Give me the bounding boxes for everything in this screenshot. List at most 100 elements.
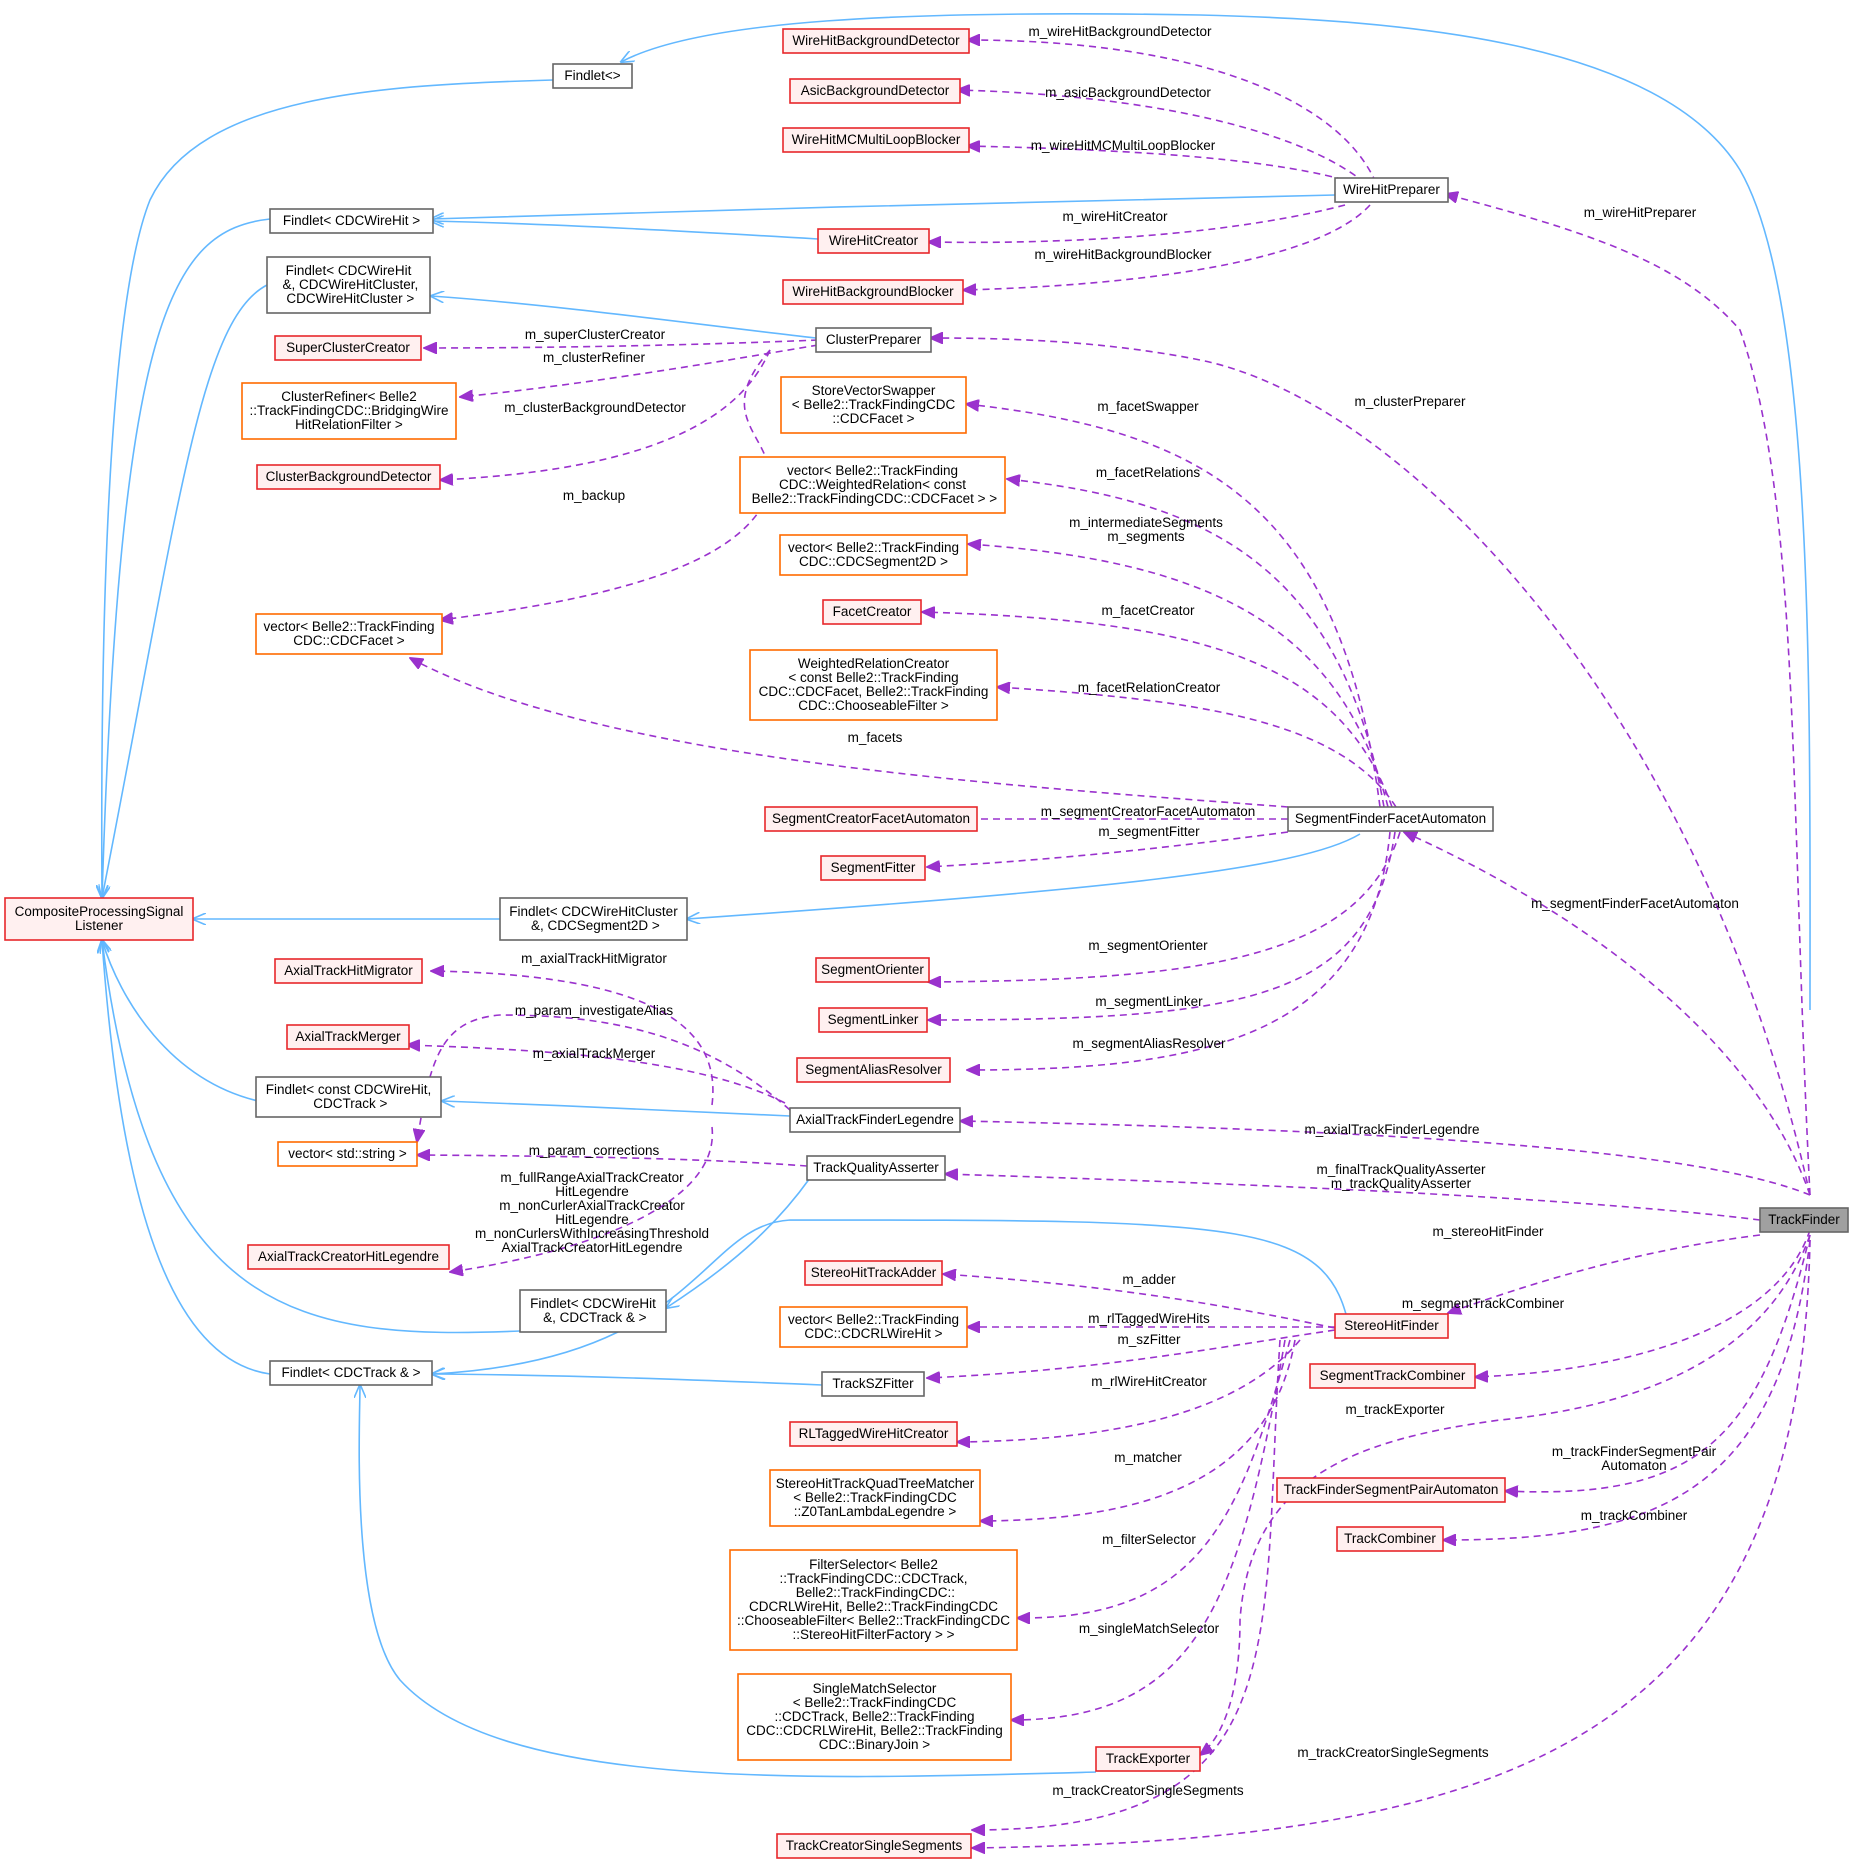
node-box: [4, 897, 194, 941]
node-findlet-cdctrack[interactable]: Findlet< CDCTrack & >: [269, 1360, 433, 1386]
node-label-line: HitRelationFilter >: [295, 417, 403, 432]
node-label-line: CompositeProcessingSignal: [15, 904, 184, 919]
node-wirehit-mc-multiloop-blocker[interactable]: WireHitMCMultiLoopBlocker: [782, 127, 970, 153]
node-track-finder[interactable]: TrackFinder: [1759, 1207, 1849, 1233]
node-wirehit-creator[interactable]: WireHitCreator: [817, 228, 930, 254]
node-track-finder-segment-pair-automaton[interactable]: TrackFinderSegmentPairAutomaton: [1276, 1477, 1506, 1503]
edge-label: m_stereoHitFinder: [1432, 1224, 1544, 1239]
node-track-exporter[interactable]: TrackExporter: [1095, 1746, 1201, 1772]
node-weighted-relation-creator[interactable]: WeightedRelationCreator< const Belle2::T…: [749, 649, 998, 721]
node-label-line: WireHitCreator: [829, 233, 919, 248]
edge-label: m_backup: [563, 488, 625, 503]
edge-label: m_axialTrackMerger: [533, 1046, 656, 1061]
node-label-line: ::TrackFindingCDC::CDCTrack,: [779, 1571, 967, 1586]
node-label-line: StoreVectorSwapper: [812, 383, 936, 398]
node-label: WireHitBackgroundBlocker: [792, 284, 954, 299]
node-segment-alias-resolver[interactable]: SegmentAliasResolver: [796, 1057, 951, 1083]
node-axial-track-hit-migrator[interactable]: AxialTrackHitMigrator: [274, 958, 423, 984]
node-facet-creator[interactable]: FacetCreator: [822, 599, 922, 625]
node-box: [274, 958, 423, 984]
node-label-line: ::Z0TanLambdaLegendre >: [794, 1504, 957, 1519]
node-asic-background-detector[interactable]: AsicBackgroundDetector: [789, 78, 961, 104]
node-box: [804, 1260, 943, 1286]
node-track-sz-fitter[interactable]: TrackSZFitter: [821, 1371, 925, 1397]
node-filter-selector[interactable]: FilterSelector< Belle2::TrackFindingCDC:…: [729, 1549, 1018, 1651]
node-box: [815, 327, 932, 353]
node-label-line: vector< Belle2::TrackFinding: [787, 463, 958, 478]
edge-label: m_szFitter: [1117, 1332, 1181, 1347]
node-cluster-preparer[interactable]: ClusterPreparer: [815, 327, 932, 353]
node-label-line: ClusterPreparer: [826, 332, 922, 347]
node-wirehit-background-blocker[interactable]: WireHitBackgroundBlocker: [782, 279, 964, 305]
edge-label: m_wireHitCreator: [1062, 209, 1168, 224]
node-vector-string[interactable]: vector< std::string >: [277, 1141, 418, 1167]
node-track-creator-single-segments[interactable]: TrackCreatorSingleSegments: [776, 1833, 972, 1859]
node-stereo-hit-track-adder[interactable]: StereoHitTrackAdder: [804, 1260, 943, 1286]
node-findlet-cdcwirehit[interactable]: Findlet< CDCWireHit >: [269, 208, 434, 234]
node-label-line: Belle2::TrackFindingCDC::: [792, 1585, 955, 1600]
edge-label-line: m_superClusterCreator: [525, 327, 666, 342]
node-label: AxialTrackHitMigrator: [284, 963, 413, 978]
node-box: [1276, 1477, 1506, 1503]
edge-label: m_segmentOrienter: [1088, 938, 1208, 953]
node-box: [789, 1107, 961, 1133]
node-box: [782, 28, 970, 54]
node-findlet-empty[interactable]: Findlet<>: [552, 63, 633, 89]
edge-label-line: m_trackFinderSegmentPair: [1552, 1444, 1717, 1459]
node-axial-track-creator-hit-legendre[interactable]: AxialTrackCreatorHitLegendre: [247, 1244, 450, 1270]
node-box: [1759, 1207, 1849, 1233]
edge-label: m_wireHitBackgroundDetector: [1028, 24, 1212, 39]
node-box: [277, 1141, 418, 1167]
node-label: RLTaggedWireHitCreator: [799, 1426, 949, 1441]
node-axial-track-merger[interactable]: AxialTrackMerger: [286, 1024, 410, 1050]
node-wirehit-preparer[interactable]: WireHitPreparer: [1334, 177, 1449, 203]
node-label-line: CDC::ChooseableFilter >: [798, 698, 949, 713]
node-segment-fitter[interactable]: SegmentFitter: [820, 855, 926, 881]
node-stereo-hit-finder[interactable]: StereoHitFinder: [1334, 1313, 1449, 1339]
node-findlet-wirehit-cluster[interactable]: Findlet< CDCWireHit &, CDCWireHitCluster…: [266, 256, 431, 314]
node-label: FilterSelector< Belle2::TrackFindingCDC:…: [737, 1557, 1010, 1642]
node-findlet-const-wirehit[interactable]: Findlet< const CDCWireHit, CDCTrack >: [255, 1076, 442, 1118]
node-track-combiner[interactable]: TrackCombiner: [1336, 1526, 1444, 1552]
node-label-line: AxialTrackMerger: [295, 1029, 401, 1044]
node-segment-linker[interactable]: SegmentLinker: [818, 1007, 928, 1033]
node-axial-track-finder-legendre[interactable]: AxialTrackFinderLegendre: [789, 1107, 961, 1133]
node-box: [274, 335, 422, 361]
node-track-quality-asserter[interactable]: TrackQualityAsserter: [806, 1155, 946, 1181]
node-findlet-cluster-segment2d[interactable]: Findlet< CDCWireHitCluster &, CDCSegment…: [499, 897, 688, 941]
node-findlet-wirehit-track[interactable]: Findlet< CDCWireHit &, CDCTrack & >: [519, 1289, 667, 1333]
edge-label-line: m_facetRelations: [1096, 465, 1201, 480]
edge-label-line: m_rlWireHitCreator: [1091, 1374, 1207, 1389]
node-box: [749, 649, 998, 721]
node-box: [1334, 1313, 1449, 1339]
node-supercluster-creator[interactable]: SuperClusterCreator: [274, 335, 422, 361]
edge-label: m_rlWireHitCreator: [1091, 1374, 1207, 1389]
node-stereo-hit-quadtree-matcher[interactable]: StereoHitTrackQuadTreeMatcher< Belle2::T…: [769, 1469, 981, 1527]
node-box: [782, 279, 964, 305]
node-segment-finder-facet-automaton[interactable]: SegmentFinderFacetAutomaton: [1287, 806, 1494, 832]
node-label-line: Findlet< CDCWireHitCluster: [509, 904, 678, 919]
node-label-line: TrackFinder: [1768, 1212, 1840, 1227]
node-label: Findlet< CDCWireHit &, CDCTrack & >: [530, 1296, 656, 1325]
node-cluster-background-detector[interactable]: ClusterBackgroundDetector: [256, 464, 441, 490]
node-box: [729, 1549, 1018, 1651]
node-segment-track-combiner[interactable]: SegmentTrackCombiner: [1309, 1363, 1476, 1389]
node-cluster-refiner[interactable]: ClusterRefiner< Belle2::TrackFindingCDC:…: [241, 382, 457, 440]
node-segment-creator-facet-automaton[interactable]: SegmentCreatorFacetAutomaton: [764, 806, 978, 832]
node-single-match-selector[interactable]: SingleMatchSelector< Belle2::TrackFindin…: [737, 1673, 1012, 1761]
node-label: WireHitMCMultiLoopBlocker: [792, 132, 961, 147]
node-label: SegmentFitter: [831, 860, 916, 875]
node-label-line: Belle2::TrackFindingCDC::CDCFacet > >: [748, 491, 997, 506]
node-box: [796, 1057, 951, 1083]
node-rl-tagged-wirehit-creator[interactable]: RLTaggedWireHitCreator: [789, 1421, 958, 1447]
node-wirehit-background-detector[interactable]: WireHitBackgroundDetector: [782, 28, 970, 54]
edge-label-line: m_segmentAliasResolver: [1072, 1036, 1226, 1051]
node-segment-orienter[interactable]: SegmentOrienter: [815, 957, 930, 983]
node-store-vector-swapper[interactable]: StoreVectorSwapper< Belle2::TrackFinding…: [780, 376, 967, 434]
